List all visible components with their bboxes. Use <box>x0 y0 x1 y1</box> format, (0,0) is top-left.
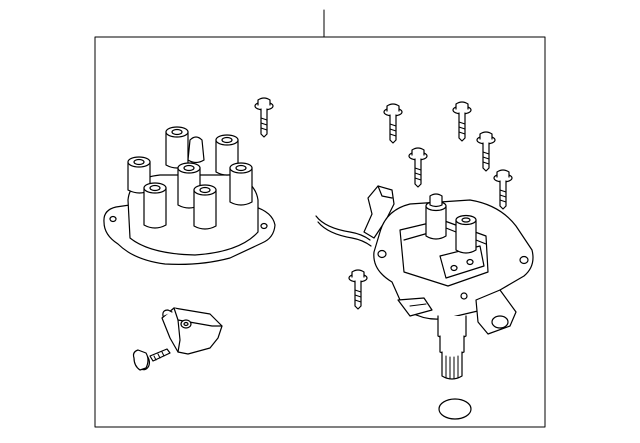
mounting-bolt <box>132 348 171 371</box>
screw-5 <box>408 147 428 188</box>
distributor-housing <box>315 185 534 380</box>
screw-3 <box>452 101 472 142</box>
screw-4 <box>476 131 496 172</box>
screw-7 <box>348 269 368 310</box>
diagram-frame <box>94 36 546 428</box>
igniter-bracket <box>161 307 223 355</box>
screw-1 <box>254 97 274 138</box>
screw-6 <box>493 169 513 210</box>
distributor-cap <box>103 126 276 265</box>
screw-2 <box>383 103 403 144</box>
o-ring <box>438 398 472 420</box>
cap-screws <box>254 97 513 310</box>
